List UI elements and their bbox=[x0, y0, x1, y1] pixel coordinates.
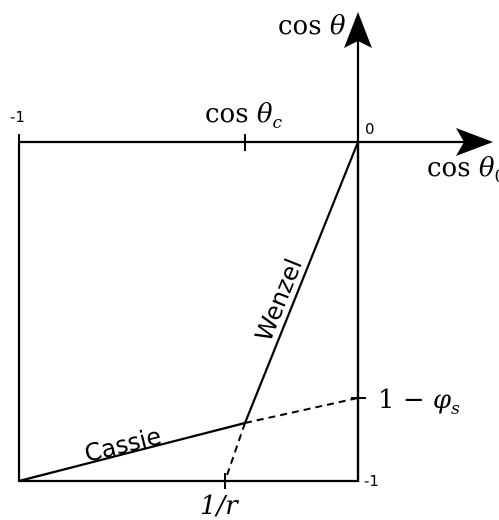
horizontal-axis-label: cos θ0 bbox=[427, 153, 499, 187]
vertical-axis-arrowhead bbox=[344, 12, 372, 48]
cos-theta-c-label: cos θc bbox=[205, 99, 282, 133]
wenzel-line bbox=[243, 141, 360, 424]
origin-label: 0 bbox=[365, 120, 375, 138]
cassie-dashed-extension bbox=[244, 397, 359, 424]
one-minus-phi-label: 1 − φs bbox=[378, 385, 460, 419]
wenzel-label: Wenzel bbox=[250, 255, 308, 346]
cassie-line bbox=[18, 421, 246, 483]
inv-r-label: 1/r bbox=[200, 491, 239, 520]
horizontal-axis-arrowhead bbox=[456, 128, 493, 156]
cassie-label: Cassie bbox=[82, 422, 164, 468]
bottom-end-label: -1 bbox=[364, 472, 379, 490]
left-end-label: -1 bbox=[10, 108, 25, 126]
wenzel-dashed-extension bbox=[224, 422, 246, 482]
vertical-axis-label: cos θ bbox=[278, 11, 346, 41]
